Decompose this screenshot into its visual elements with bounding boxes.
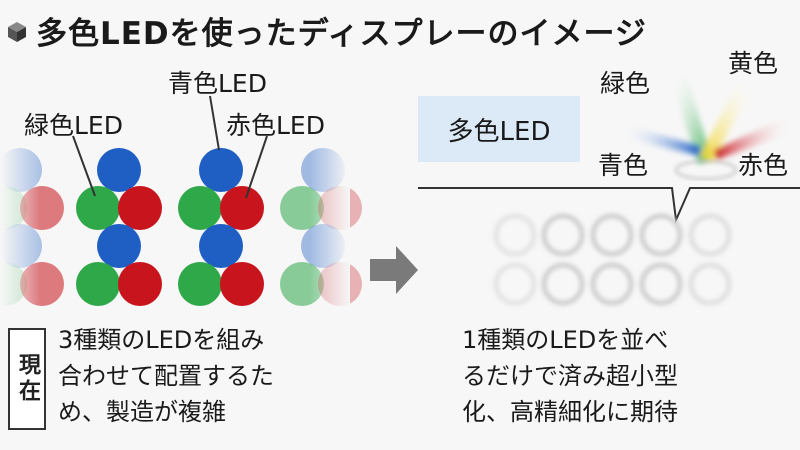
led-red: [118, 186, 162, 230]
led-red: [220, 262, 264, 306]
label-red-led: 赤色LED: [226, 111, 325, 140]
left-note: 3種類のLEDを組み 合わせて配置するた め、製造が複雑: [58, 322, 274, 430]
led-red: [118, 262, 162, 306]
multicolor-led-box: 多色LED: [418, 96, 580, 162]
left-note-line: 3種類のLEDを組み: [58, 326, 265, 354]
left-note-line: 合わせて配置するた: [58, 362, 274, 390]
led-green: [76, 186, 120, 230]
right-note-line: るだけで済み超小型: [462, 362, 678, 390]
beam-blue: [620, 124, 700, 156]
led-green: [178, 262, 222, 306]
label-pointer-green: [72, 135, 96, 197]
label-blue-led: 青色LED: [168, 69, 267, 98]
rgb-led-array: [0, 140, 362, 310]
label-pointer-red: [245, 135, 268, 199]
led-blue: [97, 224, 141, 268]
beam-label-blue: 青色: [598, 151, 649, 180]
beam-label-yellow: 黄色: [728, 49, 779, 78]
left-note-line: め、製造が複雑: [58, 398, 226, 426]
beam-label-green: 緑色: [600, 69, 651, 98]
right-arrow-icon: [370, 246, 418, 294]
beam-green: [672, 74, 712, 164]
led-blue: [199, 148, 243, 192]
status-tag-label: 現在: [15, 353, 40, 405]
led-green: [178, 186, 222, 230]
led-chip-outline: [675, 160, 737, 180]
beam-label-red: 赤色: [738, 151, 789, 180]
multicolor-beams: [620, 74, 792, 164]
beam-red: [714, 116, 792, 160]
led-red: [220, 186, 264, 230]
led-blue: [199, 224, 243, 268]
multicolor-led-array: [493, 213, 732, 306]
cube-icon: [8, 22, 26, 42]
led-green: [76, 262, 120, 306]
label-pointer-blue: [209, 95, 220, 151]
multicolor-led-label: 多色LED: [447, 116, 551, 147]
page-title: 多色LEDを使ったディスプレーのイメージ: [36, 15, 647, 52]
beam-yellow: [700, 82, 752, 162]
right-note-line: 1種類のLEDを並べ: [462, 326, 669, 354]
led-blue: [97, 148, 141, 192]
right-note-line: 化、高精細化に期待: [462, 398, 678, 426]
right-note: 1種類のLEDを並べ るだけで済み超小型 化、高精細化に期待: [462, 322, 678, 430]
status-tag: 現在: [8, 328, 46, 430]
label-green-led: 緑色LED: [24, 111, 123, 140]
title-row: 多色LEDを使ったディスプレーのイメージ: [8, 10, 647, 52]
